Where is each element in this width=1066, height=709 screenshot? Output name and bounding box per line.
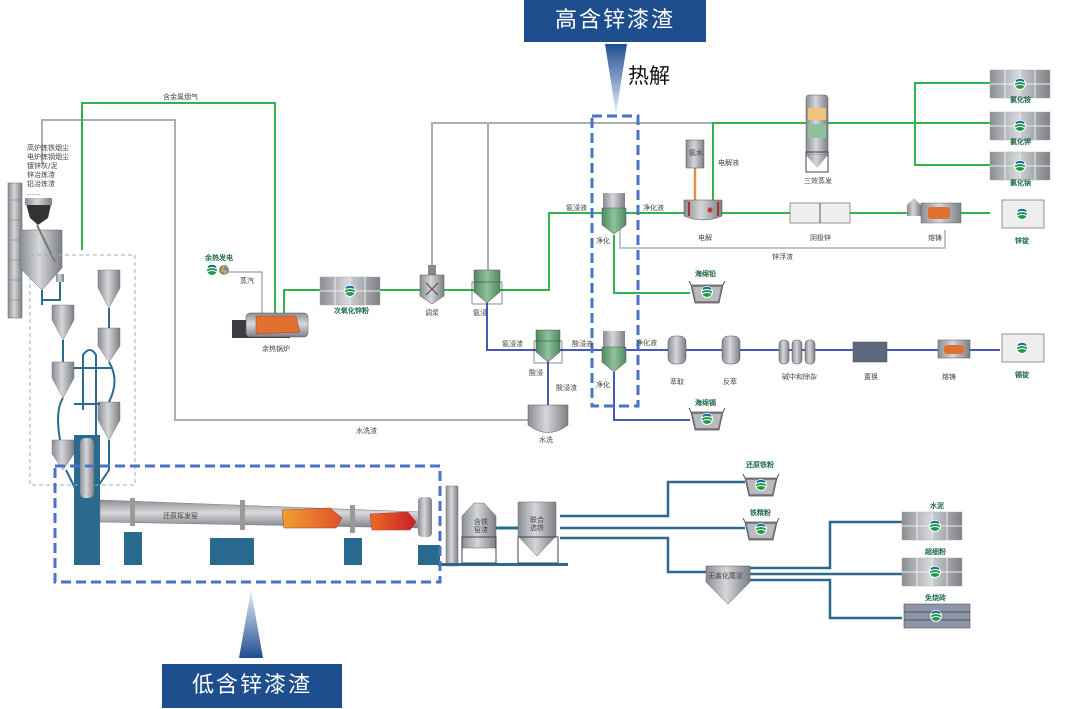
label-superfine-powder: 超细粉 xyxy=(925,547,946,556)
label-unfired-brick: 免烧砖 xyxy=(925,593,946,602)
green-line-electrolyte xyxy=(712,122,990,200)
label-metal-flue-gas: 含金属烟气 xyxy=(163,92,198,101)
water-wash-tank xyxy=(527,404,569,433)
green-line-flue-gas xyxy=(81,102,276,320)
label-water-wash-residue: 水洗渣 xyxy=(356,426,377,435)
high-zinc-highlight-box xyxy=(590,114,640,408)
label-acid-leach-liquor: 酸浸液 xyxy=(572,339,593,348)
label-cathode-zinc: 阴极锌 xyxy=(810,233,831,242)
power-icons xyxy=(205,263,229,277)
label-replacement: 置换 xyxy=(864,372,878,381)
iron-slag-bin xyxy=(461,502,497,564)
acid-leach-tank xyxy=(533,329,563,364)
melt-cast-furnace-top xyxy=(907,198,962,224)
label-steam: 蒸汽 xyxy=(240,276,254,285)
label-iron-concentrate: 铁精粉 xyxy=(750,508,771,517)
label-acid-leach: 酸浸 xyxy=(529,368,543,377)
label-melt-cast-bottom: 熔铸 xyxy=(942,372,956,381)
label-potassium-chloride: 氯化钾 xyxy=(1010,137,1031,146)
feed-materials-list: 高炉炼铁烟尘 电炉炼钢烟尘 镀锌灰/泥 锌冶炼渣 铅冶炼渣 …… xyxy=(27,143,69,197)
slurry-tank xyxy=(419,265,445,305)
label-sponge-lead: 海绵铅 xyxy=(695,269,716,278)
cathode-zinc-plates xyxy=(789,202,851,224)
extraction-vessels xyxy=(667,335,971,365)
tailings-hopper xyxy=(705,565,751,605)
steam-line xyxy=(226,271,263,320)
label-ammonia-leach: 氨浸 xyxy=(473,308,487,317)
purple-line-sponge-cd xyxy=(613,372,690,421)
label-waste-heat-power: 余热发电 xyxy=(204,253,233,262)
label-water-wash: 水洗 xyxy=(539,435,553,444)
feed-material: 电炉炼钢烟尘 xyxy=(27,152,69,161)
arrow-from-kiln xyxy=(239,590,263,658)
label-acid-leach-residue: 酸浸渣 xyxy=(556,383,577,392)
label-secondary-zinc-oxide: 次氧化锌粉 xyxy=(334,306,369,315)
label-ammonia-water: 氨水 xyxy=(689,148,703,157)
label-alkali-neutralize: 碱中和除杂 xyxy=(782,372,817,381)
green-line-sponge-lead xyxy=(613,235,690,294)
svg-text:选铁: 选铁 xyxy=(530,523,544,532)
grey-line-top xyxy=(41,119,780,421)
svg-text:含铁: 含铁 xyxy=(474,517,488,526)
electrolysis-cell xyxy=(683,139,723,221)
iron-separation-hopper xyxy=(517,501,559,564)
teal-pipe-tailings xyxy=(750,520,902,620)
green-line-ammonia-leach xyxy=(500,212,612,291)
preheater-tower xyxy=(7,182,136,565)
feed-material: 铅冶炼渣 xyxy=(27,179,55,188)
label-ammonia-leach-residue: 氨浸渣 xyxy=(502,339,523,348)
label-cadmium-ingot: 镉锭 xyxy=(1015,370,1030,379)
rotary-kiln xyxy=(99,485,568,567)
label-sponge-cadmium: 海绵镉 xyxy=(695,398,716,407)
ammonia-leach-tank xyxy=(471,269,503,305)
purify-tank-top xyxy=(601,193,627,235)
low-zinc-highlight-box xyxy=(53,464,442,584)
label-extraction: 萃取 xyxy=(670,377,684,386)
green-line-chlorides xyxy=(914,82,990,166)
label-waste-heat-boiler: 余热锅炉 xyxy=(262,344,290,353)
label-ammonia-leach-liquor: 氨浸液 xyxy=(566,203,587,212)
label-cement: 水泥 xyxy=(930,501,944,510)
label-zinc-dross: 锌浮渣 xyxy=(772,252,793,261)
feed-material: 镀锌灰/泥 xyxy=(27,161,57,170)
arrow-to-pyrolysis xyxy=(605,44,627,114)
feed-material: 锌冶炼渣 xyxy=(27,170,55,179)
svg-text:联合: 联合 xyxy=(530,515,544,524)
teal-pipe-iron xyxy=(560,480,745,574)
label-sodium-chloride: 氯化钠 xyxy=(1010,178,1031,187)
label-slurry-mixing: 调浆 xyxy=(425,308,439,317)
green-line-zno xyxy=(283,289,490,320)
label-purified-liquor-bottom: 净化液 xyxy=(636,338,657,347)
pyrolysis-label: 热解 xyxy=(628,64,670,88)
label-purify-bottom: 净化 xyxy=(596,380,610,389)
grey-line-zinc-dross xyxy=(619,228,946,249)
high-zinc-banner: 高含锌漆渣 xyxy=(524,0,706,42)
label-rotary-kiln: 还原挥发窑 xyxy=(163,511,198,520)
purify-tank-bottom xyxy=(601,331,627,373)
label-electrolysis: 电解 xyxy=(698,233,712,242)
label-purify-top: 净化 xyxy=(596,236,610,245)
label-ammonium-chloride: 氯化铵 xyxy=(1010,95,1031,104)
label-zinc-ingot: 锌锭 xyxy=(1015,236,1030,245)
feed-material: 高炉炼铁烟尘 xyxy=(27,143,69,152)
feed-material: …… xyxy=(27,189,41,197)
label-reduced-iron-powder: 还原铁粉 xyxy=(745,460,774,469)
label-harmless-tailings: 无害化尾泥 xyxy=(708,571,743,580)
svg-text:窑渣: 窑渣 xyxy=(474,525,488,534)
evaporator xyxy=(805,94,829,173)
label-purified-liquor-top: 净化液 xyxy=(643,203,664,212)
label-electrolyte: 电解液 xyxy=(718,158,739,167)
waste-heat-boiler-shape xyxy=(232,312,309,338)
purple-line-ammonia-residue xyxy=(486,300,540,351)
low-zinc-banner: 低含锌漆渣 xyxy=(162,664,342,708)
label-melt-cast-top: 熔铸 xyxy=(928,233,942,242)
label-evaporation: 三效蒸发 xyxy=(804,176,832,185)
label-back-extraction: 反萃 xyxy=(723,377,737,386)
